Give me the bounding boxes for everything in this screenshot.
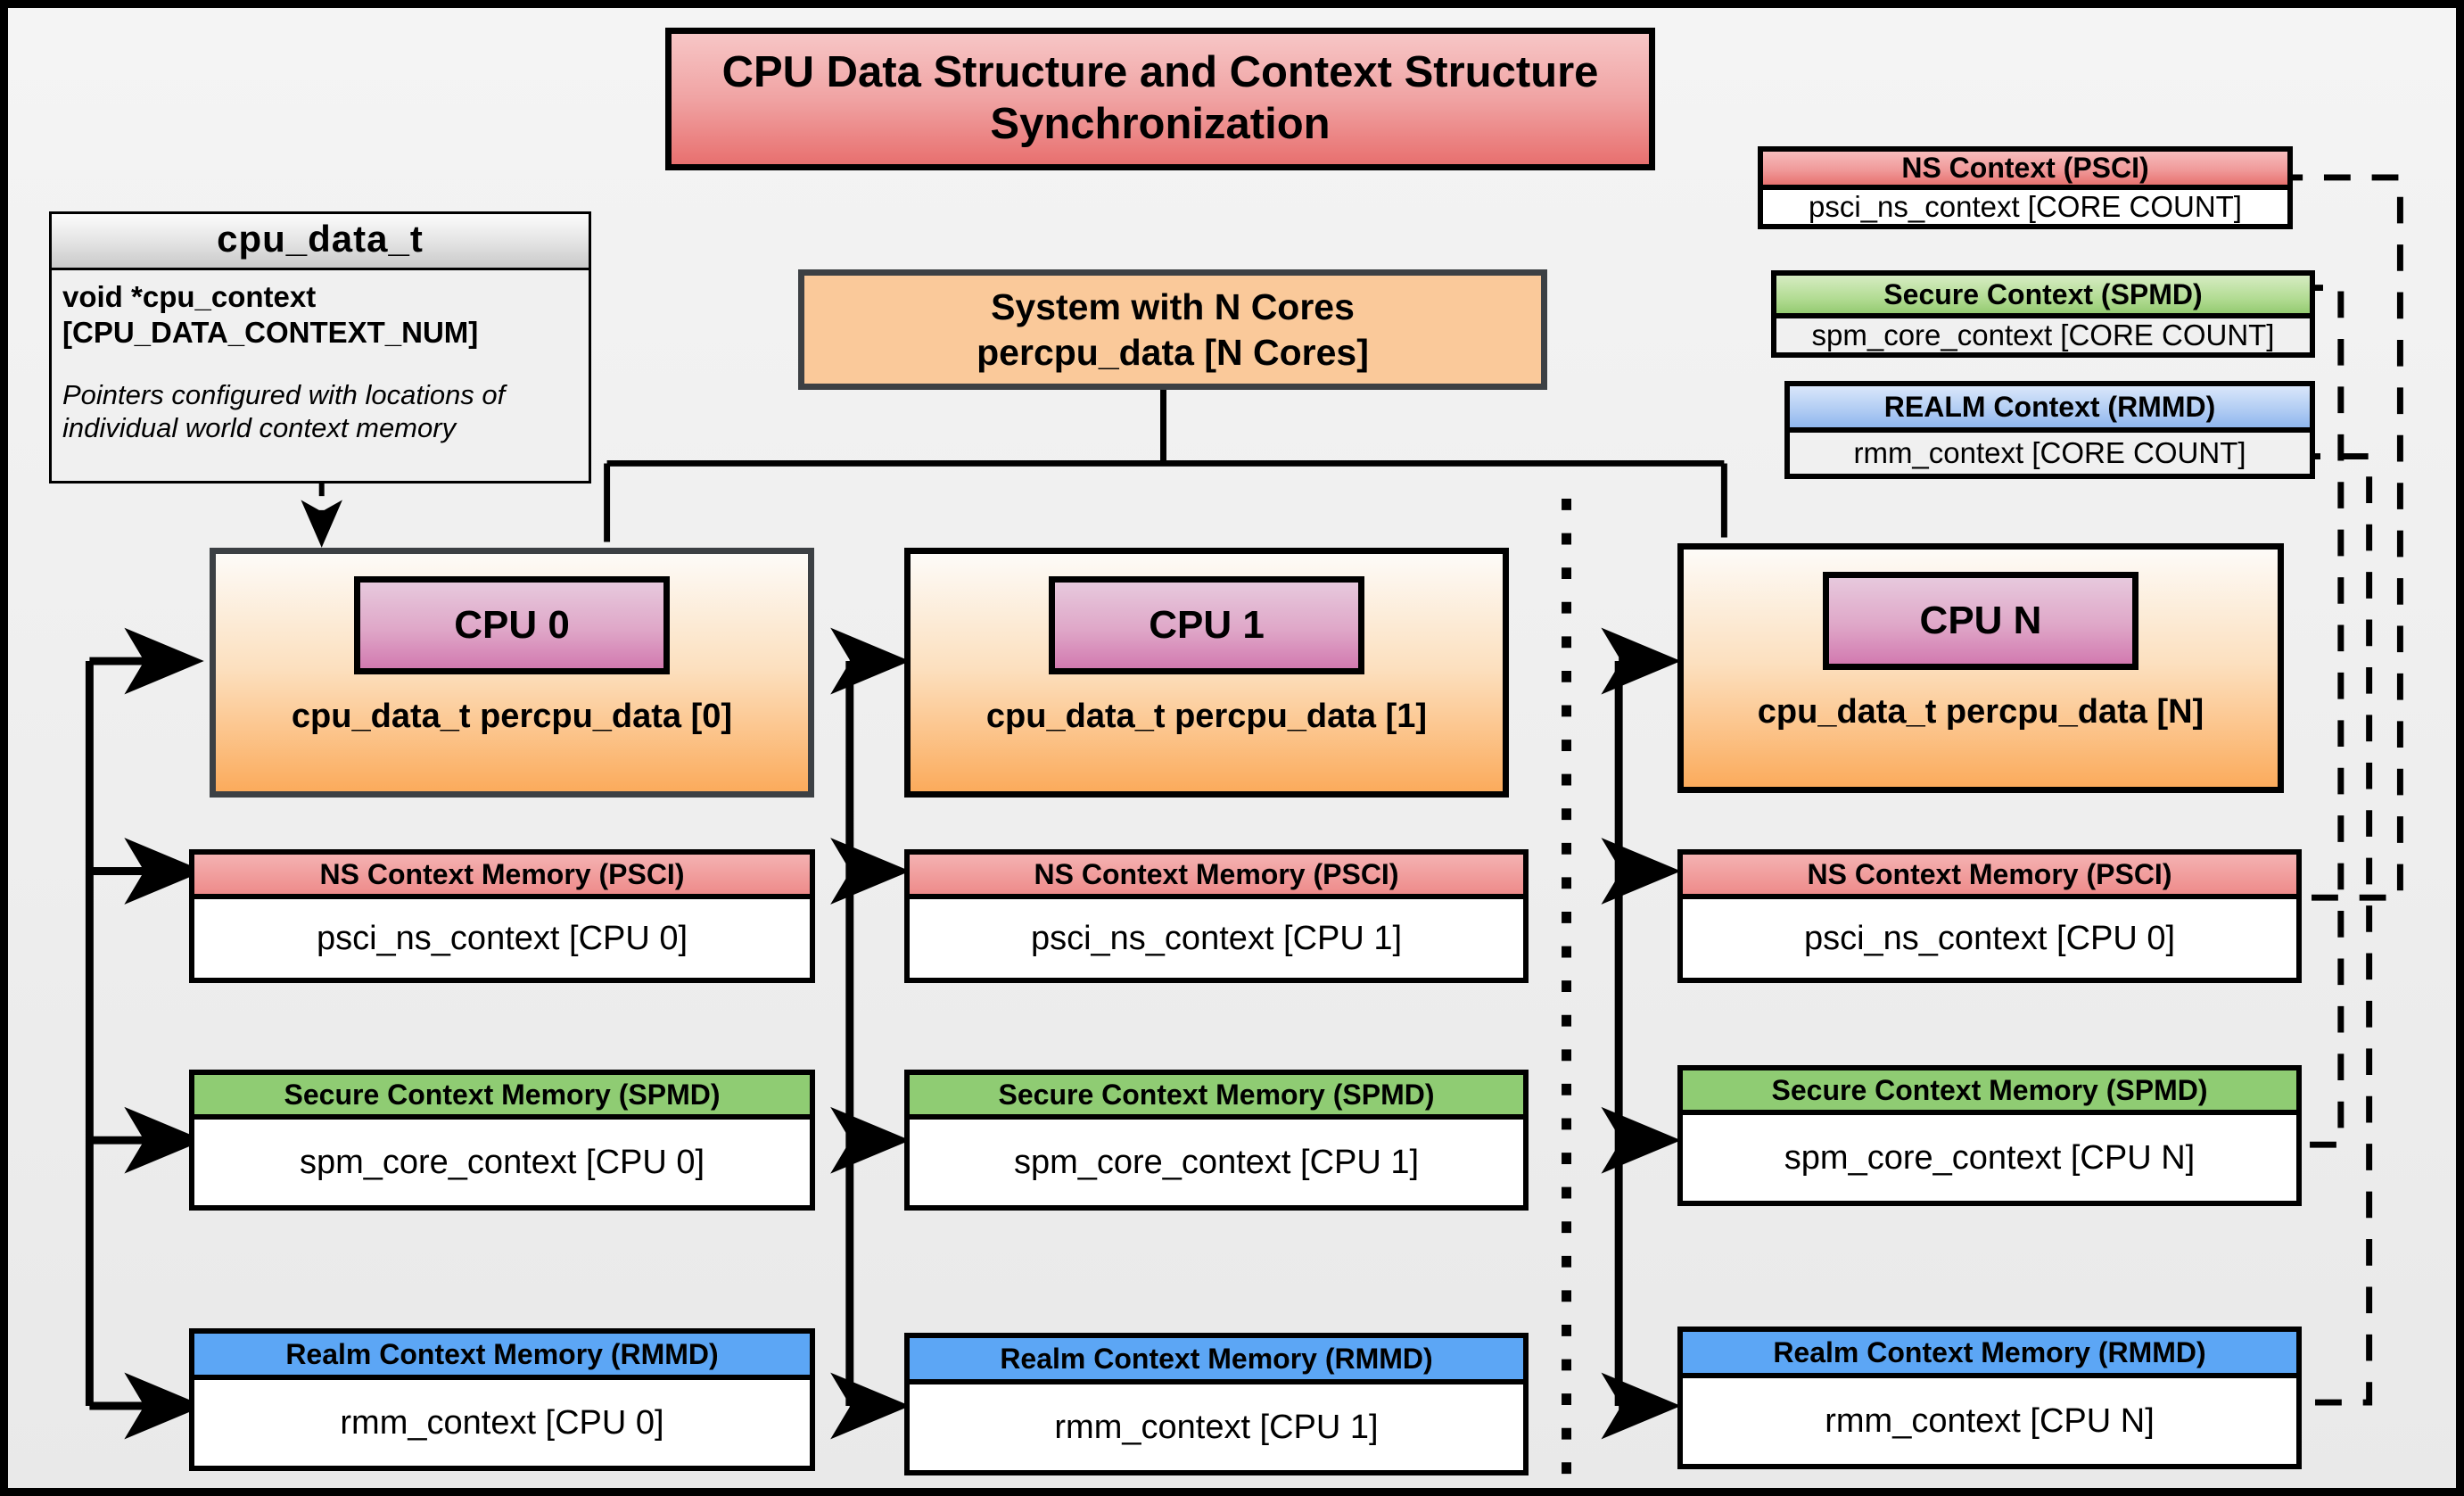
cpu-card-0: CPU 0 cpu_data_t percpu_data [0] — [210, 548, 814, 798]
context-card-n-secure: Secure Context Memory (SPMD) spm_core_co… — [1677, 1065, 2302, 1206]
page-title: CPU Data Structure and Context Structure… — [665, 28, 1655, 170]
context-card-n-secure-value: spm_core_context [CPU N] — [1683, 1115, 2296, 1201]
context-card-1-ns: NS Context Memory (PSCI) psci_ns_context… — [904, 849, 1529, 983]
context-card-n-realm-header: Realm Context Memory (RMMD) — [1683, 1332, 2296, 1378]
cpu-card-n: CPU N cpu_data_t percpu_data [N] — [1677, 543, 2284, 793]
system-box-line1: System with N Cores — [991, 286, 1355, 328]
cpu-chip-0: CPU 0 — [354, 576, 670, 674]
cpu-data-t-header: cpu_data_t — [52, 214, 589, 270]
cpu-sub-n: cpu_data_t percpu_data [N] — [1757, 693, 2204, 731]
context-template-ns-header: NS Context (PSCI) — [1763, 152, 2287, 190]
cpu-data-t-note: Pointers configured with locations of in… — [62, 378, 506, 444]
context-template-realm: REALM Context (RMMD) rmm_context [CORE C… — [1784, 381, 2315, 479]
context-card-1-secure: Secure Context Memory (SPMD) spm_core_co… — [904, 1070, 1529, 1211]
context-card-0-realm-value: rmm_context [CPU 0] — [194, 1380, 810, 1466]
context-template-realm-value: rmm_context [CORE COUNT] — [1790, 433, 2310, 474]
context-card-1-secure-header: Secure Context Memory (SPMD) — [910, 1075, 1523, 1120]
context-card-0-secure-header: Secure Context Memory (SPMD) — [194, 1075, 810, 1120]
context-card-1-realm-header: Realm Context Memory (RMMD) — [910, 1338, 1523, 1384]
cpu-card-1: CPU 1 cpu_data_t percpu_data [1] — [904, 548, 1509, 798]
context-card-0-ns-header: NS Context Memory (PSCI) — [194, 855, 810, 899]
cpu1-pointer-bus — [830, 627, 911, 1440]
system-box-line2: percpu_data [N Cores] — [977, 331, 1369, 373]
context-card-0-ns: NS Context Memory (PSCI) psci_ns_context… — [189, 849, 815, 983]
context-template-ns-value: psci_ns_context [CORE COUNT] — [1763, 190, 2287, 224]
cpu-sub-1: cpu_data_t percpu_data [1] — [985, 698, 1428, 735]
cpu-data-t-card: cpu_data_t void *cpu_context [CPU_DATA_C… — [49, 211, 591, 484]
context-card-n-ns-header: NS Context Memory (PSCI) — [1683, 855, 2296, 899]
context-card-n-ns-value: psci_ns_context [CPU 0] — [1683, 899, 2296, 978]
context-card-0-realm: Realm Context Memory (RMMD) rmm_context … — [189, 1328, 815, 1471]
context-card-1-realm: Realm Context Memory (RMMD) rmm_context … — [904, 1333, 1529, 1475]
context-template-ns: NS Context (PSCI) psci_ns_context [CORE … — [1758, 146, 2293, 229]
context-card-0-secure: Secure Context Memory (SPMD) spm_core_co… — [189, 1070, 815, 1211]
cpu-chip-1: CPU 1 — [1049, 576, 1364, 674]
context-card-1-ns-header: NS Context Memory (PSCI) — [910, 855, 1523, 899]
context-template-secure-value: spm_core_context [CORE COUNT] — [1776, 318, 2310, 352]
context-template-secure: Secure Context (SPMD) spm_core_context [… — [1771, 270, 2315, 358]
context-card-n-ns: NS Context Memory (PSCI) psci_ns_context… — [1677, 849, 2302, 983]
context-card-1-secure-value: spm_core_context [CPU 1] — [910, 1120, 1523, 1205]
system-to-cpu-tree — [604, 385, 1727, 542]
context-card-1-realm-value: rmm_context [CPU 1] — [910, 1384, 1523, 1470]
context-card-0-ns-value: psci_ns_context [CPU 0] — [194, 899, 810, 978]
system-box: System with N Cores percpu_data [N Cores… — [798, 269, 1547, 390]
cpu-sub-0: cpu_data_t percpu_data [0] — [291, 698, 733, 735]
context-card-n-realm: Realm Context Memory (RMMD) rmm_context … — [1677, 1327, 2302, 1469]
context-card-0-secure-value: spm_core_context [CPU 0] — [194, 1120, 810, 1205]
context-card-0-realm-header: Realm Context Memory (RMMD) — [194, 1334, 810, 1380]
context-template-realm-header: REALM Context (RMMD) — [1790, 386, 2310, 433]
cpu-chip-n: CPU N — [1823, 572, 2138, 670]
cpu0-pointer-bus — [85, 627, 204, 1440]
cpun-pointer-bus — [1601, 627, 1681, 1440]
template-link-realm — [2294, 453, 2373, 1406]
context-card-n-realm-value: rmm_context [CPU N] — [1683, 1378, 2296, 1464]
context-card-n-secure-header: Secure Context Memory (SPMD) — [1683, 1070, 2296, 1115]
cpu-data-t-declaration: void *cpu_context [CPU_DATA_CONTEXT_NUM] — [62, 280, 479, 350]
context-card-1-ns-value: psci_ns_context [CPU 1] — [910, 899, 1523, 978]
context-template-secure-header: Secure Context (SPMD) — [1776, 276, 2310, 318]
